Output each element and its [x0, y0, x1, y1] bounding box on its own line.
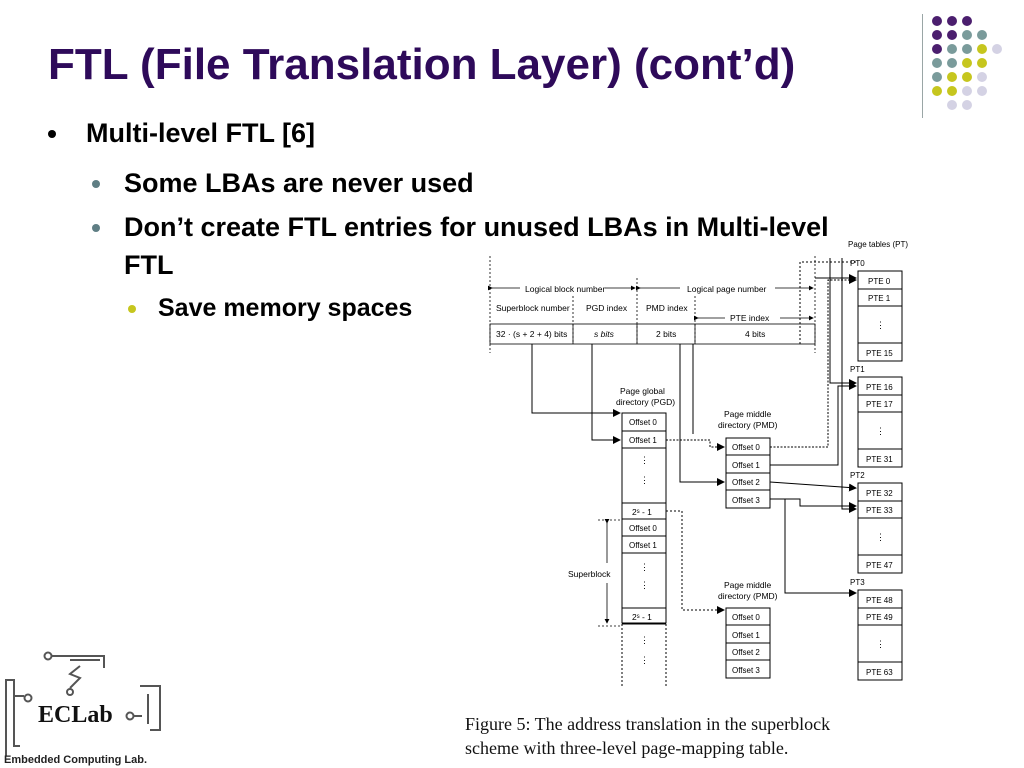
bullet-text: Multi-level FTL [6] — [86, 118, 316, 148]
bullet-marker — [92, 180, 100, 188]
pte31-label: PTE 31 — [866, 455, 893, 464]
svg-text:⋮: ⋮ — [640, 580, 649, 590]
pt3-label: PT3 — [850, 578, 865, 587]
pgd-offset0: Offset 0 — [629, 418, 657, 427]
pgd-title-line1: Page global — [620, 386, 665, 396]
pgd-title-line2: directory (PGD) — [616, 397, 675, 407]
bullet-text: Some LBAs are never used — [124, 168, 474, 198]
svg-text:⋮: ⋮ — [876, 639, 885, 649]
pte1-label: PTE 1 — [868, 294, 891, 303]
translation-arrows — [531, 258, 857, 614]
pmd-upper-offset3: Offset 3 — [732, 496, 760, 505]
pt0-label: PT0 — [850, 259, 865, 268]
pmd-lower-offset1: Offset 1 — [732, 631, 760, 640]
pte0-label: PTE 0 — [868, 277, 891, 286]
bits-pmd-label: 2 bits — [656, 329, 676, 339]
pmd-upper-offset0: Offset 0 — [732, 443, 760, 452]
svg-text:⋮: ⋮ — [640, 562, 649, 572]
pte-index-label: PTE index — [730, 313, 770, 323]
bits-superblock-label: 32 · (s + 2 + 4) bits — [496, 329, 567, 339]
eclab-logo-text: ECLab — [38, 702, 113, 728]
pt2-label: PT2 — [850, 471, 865, 480]
bullet-marker — [48, 130, 56, 138]
pmd-lower-title-line1: Page middle — [724, 580, 772, 590]
pte49-label: PTE 49 — [866, 613, 893, 622]
pgd-sb-offset0: Offset 0 — [629, 524, 657, 533]
superblock-number-label: Superblock number — [496, 303, 570, 313]
pte48-label: PTE 48 — [866, 596, 893, 605]
bullet-text: Don’t create FTL entries for unused LBAs… — [124, 212, 829, 242]
svg-text:⋮: ⋮ — [876, 532, 885, 542]
page-tables-label: Page tables (PT) — [848, 240, 908, 249]
pgd-2s-minus-1-a: 2ˢ - 1 — [632, 507, 652, 517]
svg-text:⋮: ⋮ — [640, 475, 649, 485]
pmd-lower-offset2: Offset 2 — [732, 648, 760, 657]
address-translation-diagram: Logical block number Logical page number… — [488, 240, 908, 686]
pmd-lower-offset0: Offset 0 — [732, 613, 760, 622]
pmd-upper-title-line2: directory (PMD) — [718, 420, 778, 430]
eclab-logo-subtitle: Embedded Computing Lab. — [4, 754, 147, 766]
bullet-text-continuation: FTL — [124, 250, 174, 280]
svg-text:⋮: ⋮ — [876, 426, 885, 436]
pgd-offset1: Offset 1 — [629, 436, 657, 445]
decorative-dot-grid — [930, 16, 1020, 120]
logical-address-field — [488, 256, 816, 353]
pte17-label: PTE 17 — [866, 400, 893, 409]
pmd-lower-title-line2: directory (PMD) — [718, 591, 778, 601]
svg-text:⋮: ⋮ — [640, 455, 649, 465]
title-divider — [922, 14, 923, 118]
pte16-label: PTE 16 — [866, 383, 893, 392]
svg-text:⋮: ⋮ — [640, 635, 649, 645]
pmd-index-label: PMD index — [646, 303, 688, 313]
slide-title: FTL (File Translation Layer) (cont’d) — [48, 40, 796, 89]
pte33-label: PTE 33 — [866, 506, 893, 515]
pmd-lower-table — [725, 607, 771, 679]
pgd-sb-offset1: Offset 1 — [629, 541, 657, 550]
pmd-upper-table — [725, 437, 771, 509]
pte15-label: PTE 15 — [866, 349, 893, 358]
pte47-label: PTE 47 — [866, 561, 893, 570]
bullet-text: Save memory spaces — [158, 294, 413, 322]
eclab-logo-graphic — [5, 651, 161, 756]
bits-pte-label: 4 bits — [745, 329, 765, 339]
figure-caption: Figure 5: The address translation in the… — [465, 712, 985, 760]
superblock-label: Superblock — [568, 569, 611, 579]
figure-caption-line1: Figure 5: The address translation in the… — [465, 714, 831, 734]
pmd-lower-offset3: Offset 3 — [732, 666, 760, 675]
logical-page-number-label: Logical page number — [687, 284, 767, 294]
bullet-marker — [128, 305, 136, 313]
logical-block-number-label: Logical block number — [525, 284, 605, 294]
pte32-label: PTE 32 — [866, 489, 893, 498]
page-tables — [857, 270, 903, 681]
pgd-index-label: PGD index — [586, 303, 628, 313]
pmd-upper-offset2: Offset 2 — [732, 478, 760, 487]
bits-pgd-label: s bits — [594, 329, 615, 339]
pmd-upper-offset1: Offset 1 — [732, 461, 760, 470]
superblock-bracket — [598, 519, 620, 627]
figure-caption-line2: scheme with three-level page-mapping tab… — [465, 738, 789, 758]
bullet-marker — [92, 224, 100, 232]
pgd-2s-minus-1-b: 2ˢ - 1 — [632, 612, 652, 622]
svg-text:⋮: ⋮ — [876, 320, 885, 330]
pt1-label: PT1 — [850, 365, 865, 374]
pte63-label: PTE 63 — [866, 668, 893, 677]
pgd-table — [621, 412, 667, 686]
pmd-upper-title-line1: Page middle — [724, 409, 772, 419]
svg-text:⋮: ⋮ — [640, 655, 649, 665]
